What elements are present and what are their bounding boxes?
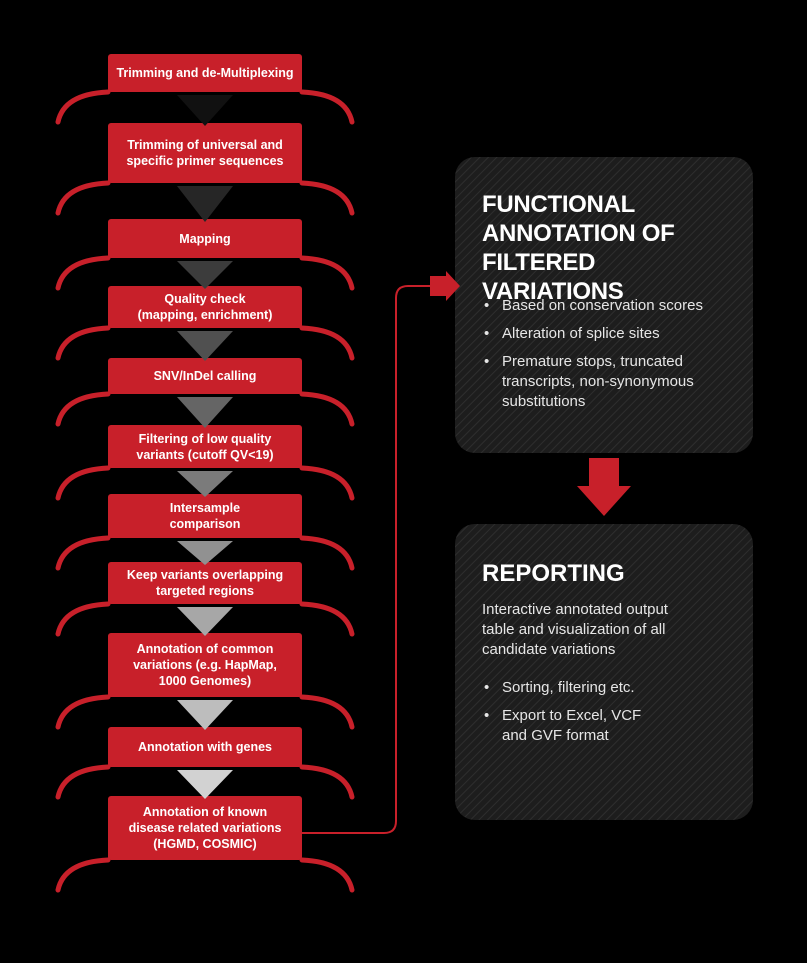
bullet-dot-icon: • — [484, 707, 490, 724]
reporting-panel — [455, 524, 753, 820]
step-label: SNV/InDel calling — [153, 369, 257, 383]
step-arrow — [177, 261, 233, 289]
reporting-title: REPORTING — [482, 560, 625, 587]
step-box — [55, 54, 355, 125]
bullet-item: • Export to Excel, VCF and GVF format — [484, 707, 642, 744]
bullet-dot-icon: • — [484, 353, 490, 370]
reporting-intro: Interactive annotated output table and v… — [482, 601, 668, 658]
connector-line — [302, 285, 432, 834]
bullet-dot-icon: • — [484, 297, 490, 314]
functional-annotation-panel — [455, 157, 753, 453]
connector-arrowhead — [430, 271, 460, 301]
step-arrow — [177, 700, 233, 730]
bullet-item: • Alteration of splice sites — [484, 325, 660, 342]
bullet-dot-icon: • — [484, 325, 490, 342]
step-box — [55, 286, 355, 361]
step-arrow — [177, 331, 233, 361]
bullet-item: • Based on conservation scores — [484, 297, 703, 314]
functional-annotation-title: FUNCTIONAL ANNOTATION OF FILTERED VARIAT… — [482, 190, 742, 306]
functional-bullet-list: • Based on conservation scores • Alterat… — [482, 296, 703, 420]
step-arrow — [177, 471, 233, 497]
step-arrow — [177, 770, 233, 799]
title-line: FILTERED VARIATIONS — [482, 249, 624, 305]
step-box — [55, 633, 355, 730]
step-box — [55, 425, 355, 501]
step-box — [55, 727, 355, 800]
down-arrow — [577, 458, 631, 516]
step-arrow — [177, 186, 233, 222]
step-arrow — [177, 541, 233, 565]
step-box — [55, 219, 355, 291]
step-box — [55, 358, 355, 427]
title-line: ANNOTATION OF — [482, 220, 675, 247]
step-box — [55, 123, 355, 216]
bullet-item: • Premature stops, truncated transcripts… — [484, 353, 694, 410]
step-arrow — [177, 397, 233, 428]
step-arrow — [177, 95, 233, 126]
step-box — [55, 562, 355, 637]
title-line: FUNCTIONAL — [482, 191, 635, 218]
step-box — [55, 494, 355, 571]
step-label: Quality check(mapping, enrichment) — [137, 292, 273, 322]
step-label: Trimming and de-Multiplexing — [116, 66, 294, 80]
step-box — [55, 796, 355, 893]
step-label: Annotation with genes — [137, 740, 273, 754]
bullet-item: • Sorting, filtering etc. — [484, 679, 635, 696]
step-arrow — [177, 607, 233, 636]
bullet-dot-icon: • — [484, 679, 490, 696]
step-label: Mapping — [179, 231, 231, 246]
reporting-bullet-list: • Sorting, filtering etc. • Export to Ex… — [482, 678, 641, 754]
